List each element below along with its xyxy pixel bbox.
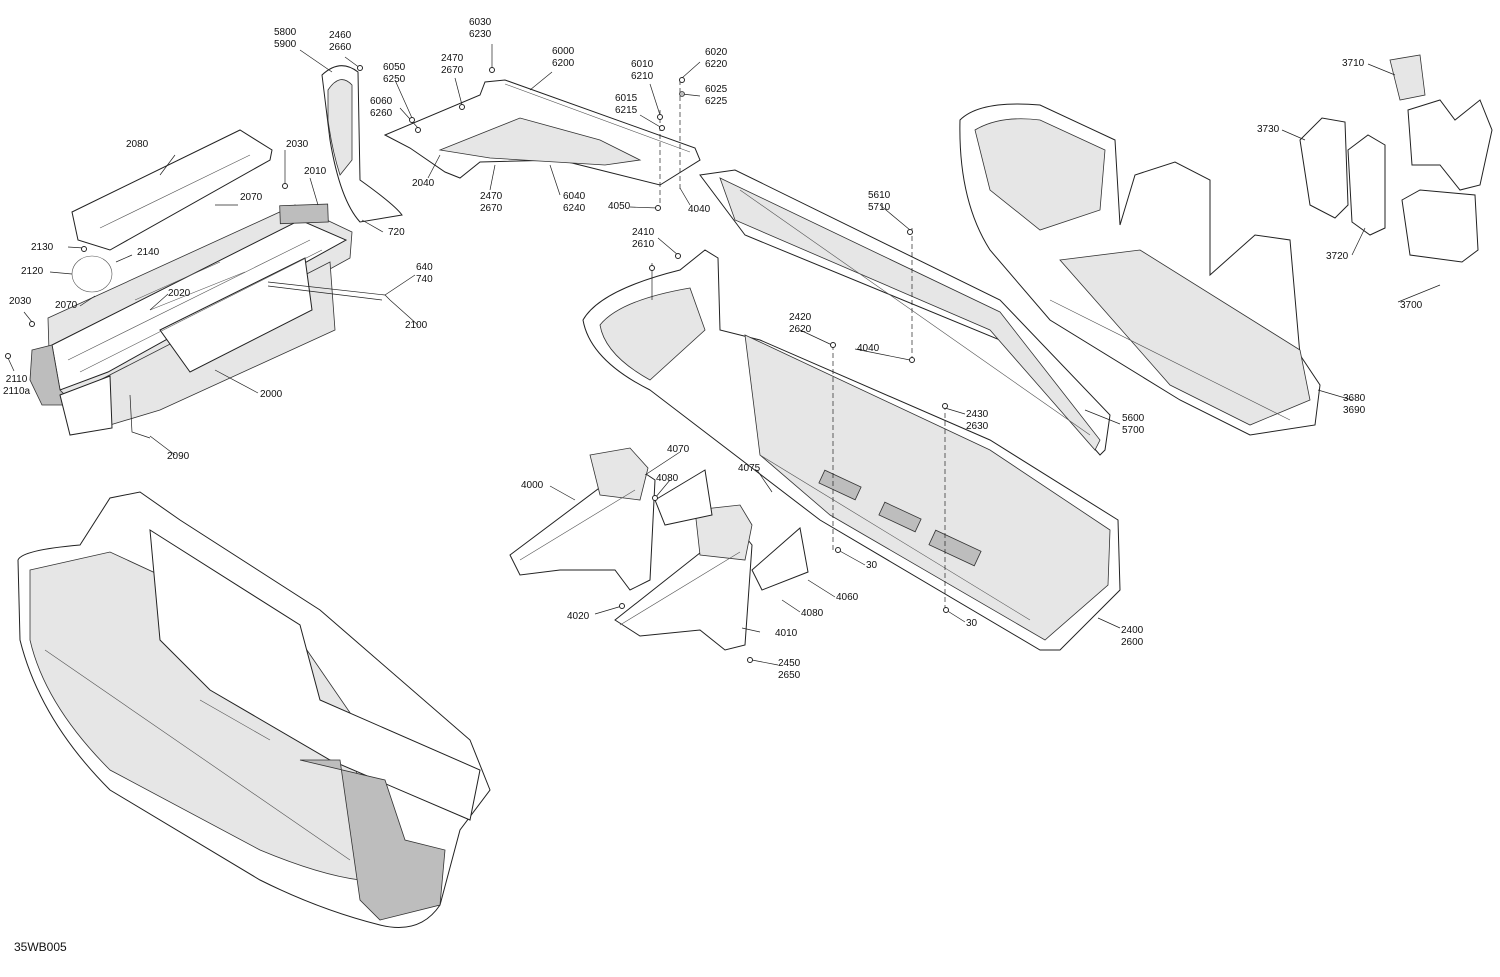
callout-2100: 2100 bbox=[405, 320, 428, 331]
callout-4040-top: 4040 bbox=[688, 204, 711, 215]
callout-2070-bottom: 2070 bbox=[55, 300, 78, 311]
grab-handle-5800 bbox=[321, 65, 403, 223]
callout-2090: 2090 bbox=[167, 451, 190, 462]
callout-4040-bottom: 4040 bbox=[857, 343, 880, 354]
foam-3700 bbox=[1401, 189, 1479, 263]
front-console-assembly bbox=[29, 203, 353, 436]
diagram-reference-code: 35WB005 bbox=[14, 940, 67, 954]
callout-4075: 4075 bbox=[738, 463, 761, 474]
cable-loop-2120 bbox=[71, 255, 113, 293]
leader-lines bbox=[7, 44, 1441, 666]
callout-2000: 2000 bbox=[260, 389, 283, 400]
callout-30-lower: 30 bbox=[966, 618, 978, 629]
support-frame-4000 bbox=[509, 447, 656, 591]
callout-30-upper: 30 bbox=[866, 560, 878, 571]
callout-3700: 3700 bbox=[1400, 300, 1423, 311]
callout-2120: 2120 bbox=[21, 266, 44, 277]
bracket-2090 bbox=[129, 394, 151, 439]
foam-3720 bbox=[1347, 134, 1386, 236]
callout-4020: 4020 bbox=[567, 611, 590, 622]
callout-2030-bottom: 2030 bbox=[9, 296, 32, 307]
callout-2040: 2040 bbox=[412, 178, 435, 189]
callout-2020: 2020 bbox=[168, 288, 191, 299]
callout-3720: 3720 bbox=[1326, 251, 1349, 262]
side-body-2400 bbox=[582, 249, 1121, 651]
callout-720: 720 bbox=[388, 227, 405, 238]
callout-2010: 2010 bbox=[304, 166, 327, 177]
callout-2070-top: 2070 bbox=[240, 192, 263, 203]
callout-4080-top: 4080 bbox=[656, 473, 679, 484]
foam-3730 bbox=[1299, 117, 1349, 219]
callout-2030-top: 2030 bbox=[286, 139, 309, 150]
callout-4000: 4000 bbox=[521, 480, 544, 491]
callout-4080-bottom: 4080 bbox=[801, 608, 824, 619]
callout-3730: 3730 bbox=[1257, 124, 1280, 135]
callout-4050: 4050 bbox=[608, 201, 631, 212]
assembled-console-view bbox=[17, 491, 491, 928]
foam-3710 bbox=[1389, 54, 1493, 191]
callout-4060: 4060 bbox=[836, 592, 859, 603]
callout-4010: 4010 bbox=[775, 628, 798, 639]
fastener-markers bbox=[5, 65, 949, 663]
rear-bin-3680 bbox=[959, 103, 1321, 436]
callout-3710: 3710 bbox=[1342, 58, 1365, 69]
callout-2080: 2080 bbox=[126, 139, 149, 150]
panel-5600 bbox=[699, 169, 1111, 456]
cover-plate-2080 bbox=[71, 129, 273, 251]
support-frame-4010 bbox=[614, 504, 753, 651]
callout-2140: 2140 bbox=[137, 247, 160, 258]
bracket-4060 bbox=[751, 527, 809, 591]
callout-4070: 4070 bbox=[667, 444, 690, 455]
bracket-4070 bbox=[654, 469, 713, 526]
callout-2130: 2130 bbox=[31, 242, 54, 253]
